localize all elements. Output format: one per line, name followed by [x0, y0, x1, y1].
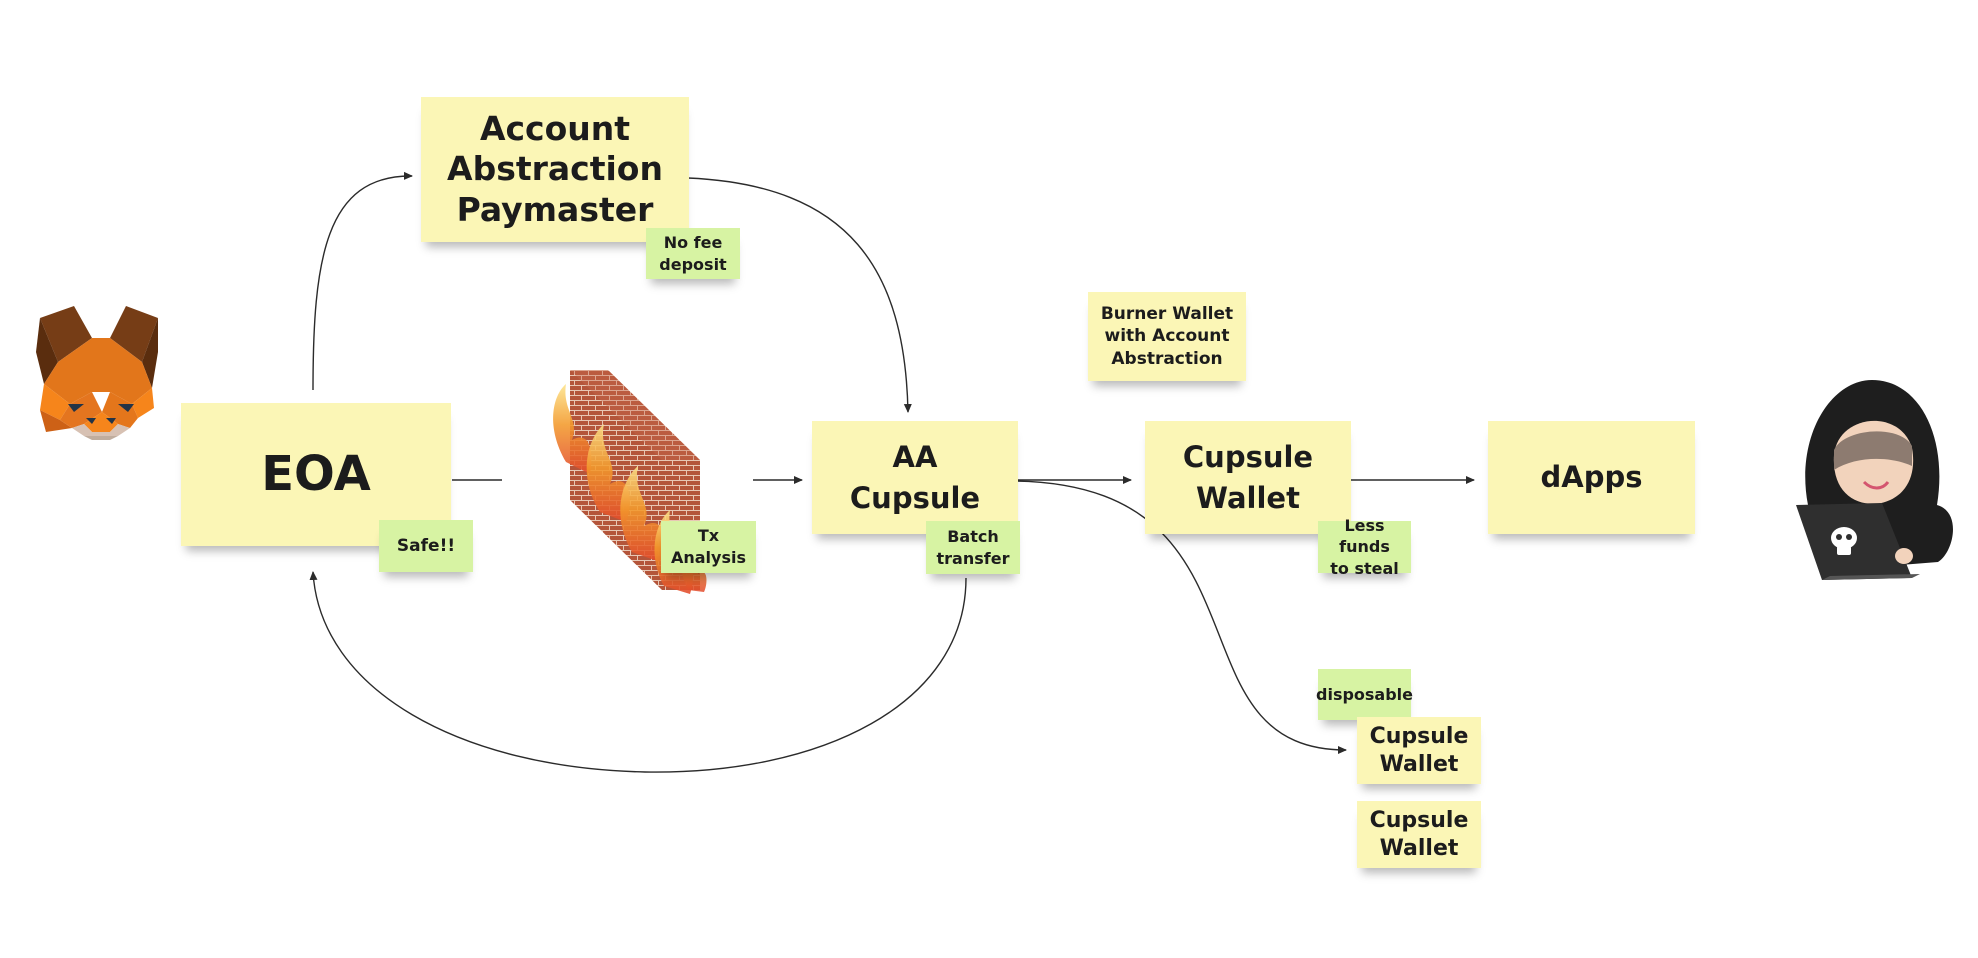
small-wallet-1-label-line-2: Wallet	[1379, 751, 1459, 777]
burner-label-line-2: with Account	[1104, 326, 1230, 347]
disposable-cupsule-wallet-note-2: Cupsule Wallet	[1357, 801, 1481, 868]
tx-analysis-note: Tx Analysis	[661, 521, 756, 573]
connector-paymaster-to-aa-cupsule	[687, 177, 912, 413]
batch-transfer-note: Batch transfer	[926, 521, 1020, 574]
disposable-cupsule-wallet-note-1: Cupsule Wallet	[1357, 717, 1481, 784]
small-wallet-1-label-line-1: Cupsule	[1369, 723, 1469, 749]
cupsule-wallet-note: Cupsule Wallet	[1145, 421, 1351, 534]
no-fee-label-line-2: deposit	[659, 254, 727, 274]
paymaster-label-line-2: Abstraction	[447, 149, 663, 189]
burner-label-line-3: Abstraction	[1111, 348, 1223, 369]
aa-cupsule-label-line-2: Cupsule	[849, 480, 981, 515]
safe-label: Safe!!	[396, 535, 456, 556]
aa-cupsule-note: AA Cupsule	[812, 421, 1018, 534]
safe-note: Safe!!	[379, 520, 473, 572]
dapps-label: dApps	[1540, 460, 1643, 495]
connector-aa-cupsule-to-disposable-wallet	[1014, 480, 1347, 754]
no-fee-label-line-1: No fee	[663, 232, 723, 252]
account-abstraction-paymaster-note: Account Abstraction Paymaster	[421, 97, 689, 242]
aa-cupsule-label-line-1: AA	[892, 440, 938, 475]
cupsule-wallet-label-line-2: Wallet	[1196, 480, 1300, 515]
dapps-note: dApps	[1488, 421, 1695, 534]
paymaster-label-line-3: Paymaster	[456, 189, 654, 229]
burner-wallet-note: Burner Wallet with Account Abstraction	[1088, 292, 1246, 381]
batch-label-line-1: Batch	[947, 526, 999, 546]
cupsule-wallet-label-line-1: Cupsule	[1182, 440, 1314, 475]
less-funds-label-line-1: Less funds	[1339, 515, 1390, 557]
less-funds-note: Less funds to steal	[1318, 516, 1411, 578]
small-wallet-2-label-line-1: Cupsule	[1369, 807, 1469, 833]
small-wallet-2-label-line-2: Wallet	[1379, 835, 1459, 861]
burner-label-line-1: Burner Wallet	[1100, 304, 1234, 325]
disposable-label: disposable	[1316, 684, 1414, 704]
batch-label-line-2: transfer	[936, 548, 1010, 568]
connector-eoa-to-paymaster	[312, 171, 413, 391]
tx-label-line-1: Tx	[697, 526, 720, 546]
disposable-note: disposable	[1316, 669, 1414, 720]
connector-batch-transfer-to-eoa	[309, 571, 967, 773]
paymaster-label-line-1: Account	[479, 109, 631, 149]
eoa-label: EOA	[261, 446, 371, 503]
tx-label-line-2: Analysis	[670, 548, 746, 567]
no-fee-deposit-note: No fee deposit	[646, 228, 740, 279]
less-funds-label-line-2: to steal	[1330, 558, 1399, 578]
